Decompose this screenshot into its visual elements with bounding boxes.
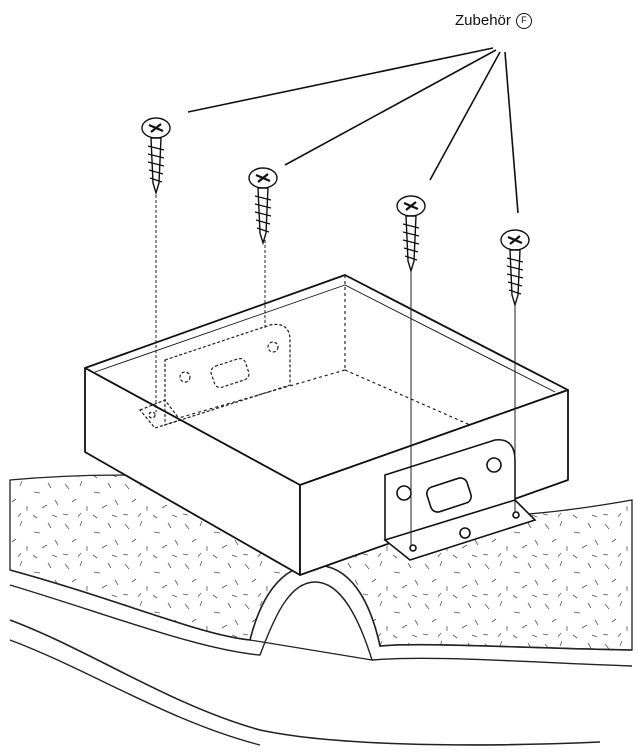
callout-leaders [187, 47, 519, 214]
screw-guides [155, 190, 266, 412]
screw-icon [248, 167, 278, 246]
accessory-label: Zubehör [455, 12, 511, 29]
accessory-marker: F [515, 12, 532, 29]
screw-guides-solid [410, 265, 516, 545]
mounting-bracket-hidden [139, 323, 291, 429]
screw-icon [396, 195, 426, 274]
screw-icon [500, 229, 530, 308]
mounting-bracket [383, 438, 537, 561]
accessory-callout: Zubehör F [455, 12, 532, 29]
screw-icon [141, 117, 171, 196]
